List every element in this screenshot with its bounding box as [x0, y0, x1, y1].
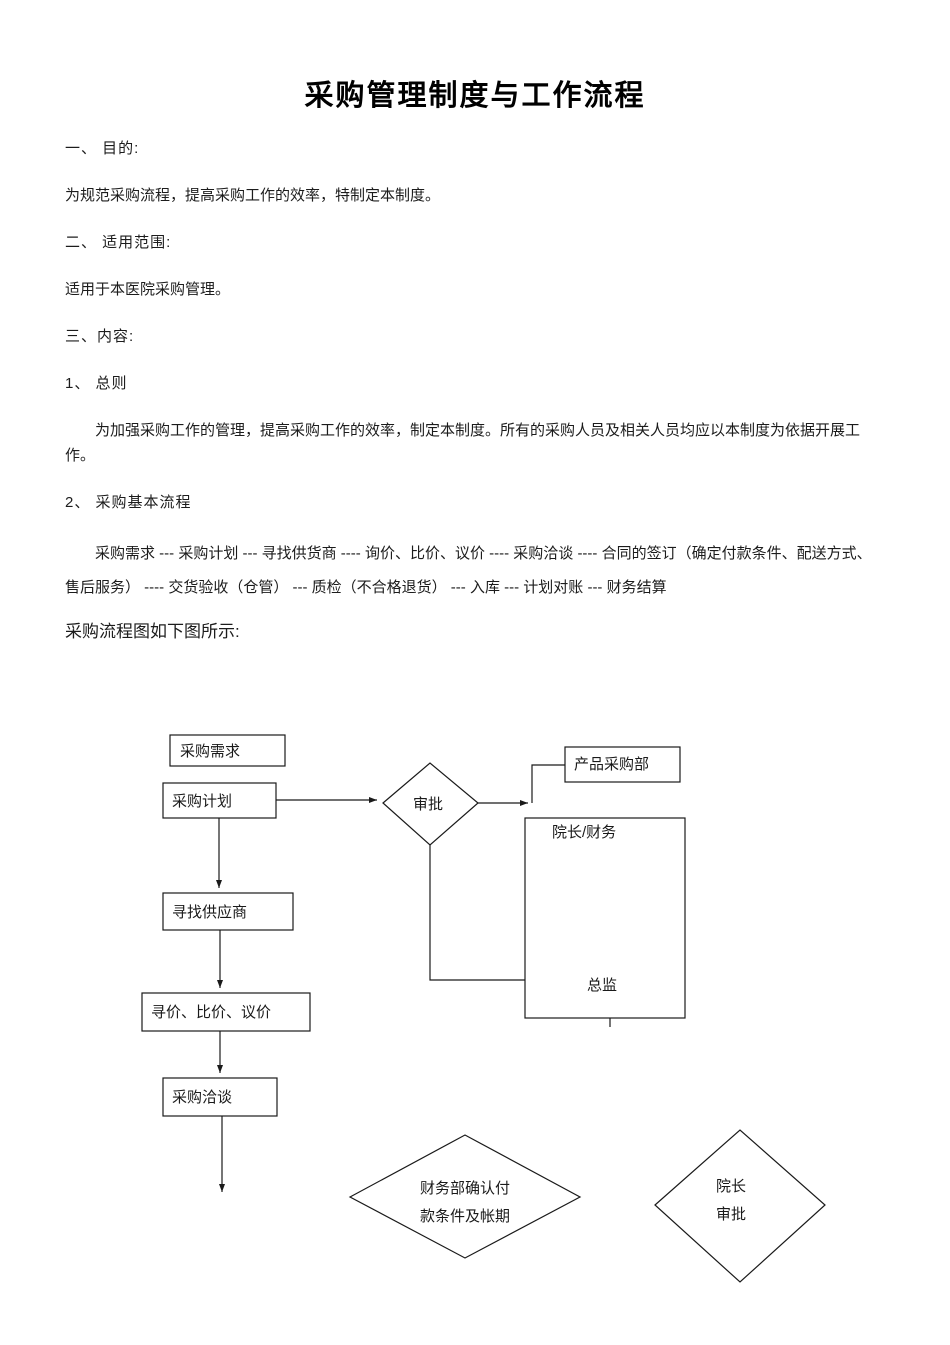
node-approval-label: 审批	[413, 796, 443, 813]
node-chief-label: 总监	[587, 977, 617, 994]
document-body: 一、 目的: 为规范采购流程，提高采购工作的效率，特制定本制度。 二、 适用范围…	[0, 136, 950, 644]
section-heading-purpose: 一、 目的:	[65, 140, 140, 157]
node-demand-box	[169, 734, 286, 767]
node-find-supplier-label: 寻找供应商	[172, 903, 247, 921]
subsection-body-process: 采购需求 --- 采购计划 --- 寻找供货商 ---- 询价、比价、议价 --…	[65, 545, 872, 596]
node-product-dept-label: 产品采购部	[574, 756, 649, 773]
node-finance-confirm-label-line1: 财务部确认付	[420, 1180, 510, 1197]
node-dean-approval-label-line2: 审批	[716, 1206, 746, 1223]
flowchart-caption: 采购流程图如下图所示:	[65, 622, 240, 641]
node-dean-approval-label-line1: 院长	[716, 1177, 746, 1195]
page-title: 采购管理制度与工作流程	[304, 80, 646, 112]
subsection-heading-general: 1、 总则	[65, 375, 128, 392]
subsection-heading-process: 2、 采购基本流程	[65, 494, 192, 511]
node-negotiation-label: 采购洽谈	[172, 1089, 232, 1106]
node-price-compare-label: 寻价、比价、议价	[151, 1004, 271, 1021]
flow-connector-approval-to-dean-box	[429, 845, 525, 981]
section-heading-content: 三、内容:	[65, 328, 135, 345]
procurement-flowchart: 采购需求 采购计划 审批 产品采购部 院长/财务 总监 寻找供应商 寻价、比价、…	[141, 734, 826, 1283]
node-dean-approval-diamond	[654, 1129, 826, 1283]
node-plan-label: 采购计划	[172, 793, 232, 810]
node-finance-confirm-label-line2: 款条件及帐期	[420, 1208, 510, 1225]
node-price-compare-box	[141, 992, 311, 1032]
node-finance-confirm-diamond	[348, 1134, 582, 1259]
section-body-scope: 适用于本医院采购管理。	[65, 281, 231, 298]
node-demand-label: 采购需求	[180, 743, 240, 760]
node-product-dept-box	[564, 746, 681, 783]
node-dean-finance-box	[524, 817, 686, 1019]
node-negotiation-box	[162, 1077, 278, 1117]
node-dean-finance-label: 院长/财务	[552, 823, 616, 841]
section-heading-scope: 二、 适用范围:	[65, 234, 172, 251]
subsection-body-general: 为加强采购工作的管理，提高采购工作的效率，制定本制度。所有的采购人员及相关人员均…	[65, 422, 861, 464]
node-find-supplier-box	[162, 892, 294, 931]
section-body-purpose: 为规范采购流程，提高采购工作的效率，特制定本制度。	[65, 187, 441, 204]
flow-connector-to-product-dept	[531, 764, 565, 803]
